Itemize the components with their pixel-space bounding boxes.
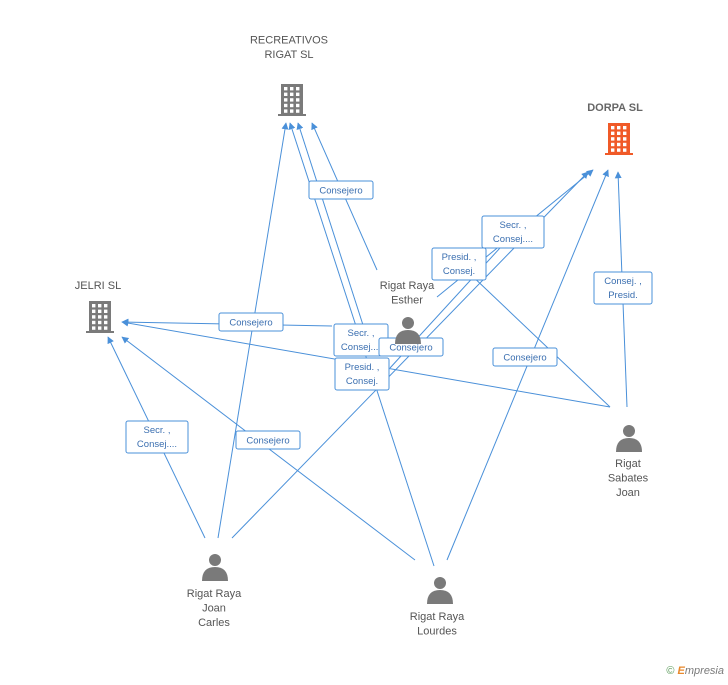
footer-brand: ©Empresia xyxy=(666,665,724,677)
person-icon xyxy=(395,317,421,344)
node-label: Joan xyxy=(616,487,640,499)
edge-label-text: Secr. , xyxy=(500,220,527,231)
edge-label-text: Consej.... xyxy=(493,234,533,245)
node-label: Rigat Raya xyxy=(380,280,435,292)
person-icon xyxy=(202,554,228,581)
edge-label-e7[interactable]: Consejero xyxy=(378,337,444,357)
edge-label-e8[interactable]: Presid. , Consej. xyxy=(334,357,390,391)
edge-label-e11[interactable]: Consejero xyxy=(235,430,301,450)
edge-label-text: Consej. xyxy=(346,376,378,387)
node-label: Sabates xyxy=(608,473,649,485)
edge-label-e5[interactable]: Consejero xyxy=(218,312,284,332)
edge-label-text: Secr. , xyxy=(144,425,171,436)
edge-label-text: Presid. , xyxy=(345,362,380,373)
building-icon xyxy=(278,84,306,116)
edge-label-text: Consejero xyxy=(389,343,432,354)
edge-label-text: Consej.... xyxy=(341,342,381,353)
building-icon xyxy=(86,301,114,333)
building-icon xyxy=(605,123,633,155)
node-recreativos[interactable]: RECREATIVOS RIGAT SL xyxy=(250,35,328,117)
edge-label-e4[interactable]: Consej. , Presid. xyxy=(593,271,653,305)
edge-label-e10[interactable]: Secr. , Consej.... xyxy=(125,420,189,454)
nodes-layer: RECREATIVOS RIGAT SL DORPA SL JELRI SL Rigat… xyxy=(75,35,649,638)
node-label: RIGAT SL xyxy=(264,49,313,61)
node-label: Rigat xyxy=(615,458,641,470)
edge-label-text: Presid. xyxy=(608,290,638,301)
edge-line-2 xyxy=(296,122,364,326)
node-label: Rigat Raya xyxy=(187,588,242,600)
node-label: JELRI SL xyxy=(75,280,121,292)
edge-label-text: Presid. , xyxy=(442,252,477,263)
edge-label-e2[interactable]: Secr. , Consej.... xyxy=(481,215,545,249)
node-label: Rigat Raya xyxy=(410,611,465,623)
person-icon xyxy=(616,425,642,452)
edge-label-e3[interactable]: Presid. , Consej. xyxy=(431,247,487,281)
edge-label-text: Consej. , xyxy=(604,276,642,287)
edge-label-e9[interactable]: Consejero xyxy=(492,347,558,367)
brand-initial: E xyxy=(677,665,685,677)
brand-name: mpresia xyxy=(684,665,724,677)
node-label: RECREATIVOS xyxy=(250,35,328,47)
node-label: Lourdes xyxy=(417,626,457,638)
node-label: Carles xyxy=(198,617,230,629)
edge-label-text: Consejero xyxy=(319,186,362,197)
edge-label-text: Secr. , xyxy=(348,328,375,339)
copyright-symbol: © xyxy=(666,665,675,677)
person-icon xyxy=(427,577,453,604)
node-jelri[interactable]: JELRI SL xyxy=(75,280,121,333)
node-label: DORPA SL xyxy=(587,102,643,114)
edge-label-text: Consej.... xyxy=(137,439,177,450)
node-dorpa[interactable]: DORPA SL xyxy=(587,102,643,155)
edge-label-text: Consejero xyxy=(229,318,272,329)
edge-label-e1[interactable]: Consejero xyxy=(308,180,374,200)
edge-label-text: Consejero xyxy=(246,436,289,447)
edge-label-text: Consejero xyxy=(503,353,546,364)
edge-label-text: Consej. xyxy=(443,266,475,277)
edge-line-13 xyxy=(467,271,611,408)
node-label: Esther xyxy=(391,295,423,307)
node-label: Joan xyxy=(202,603,226,615)
